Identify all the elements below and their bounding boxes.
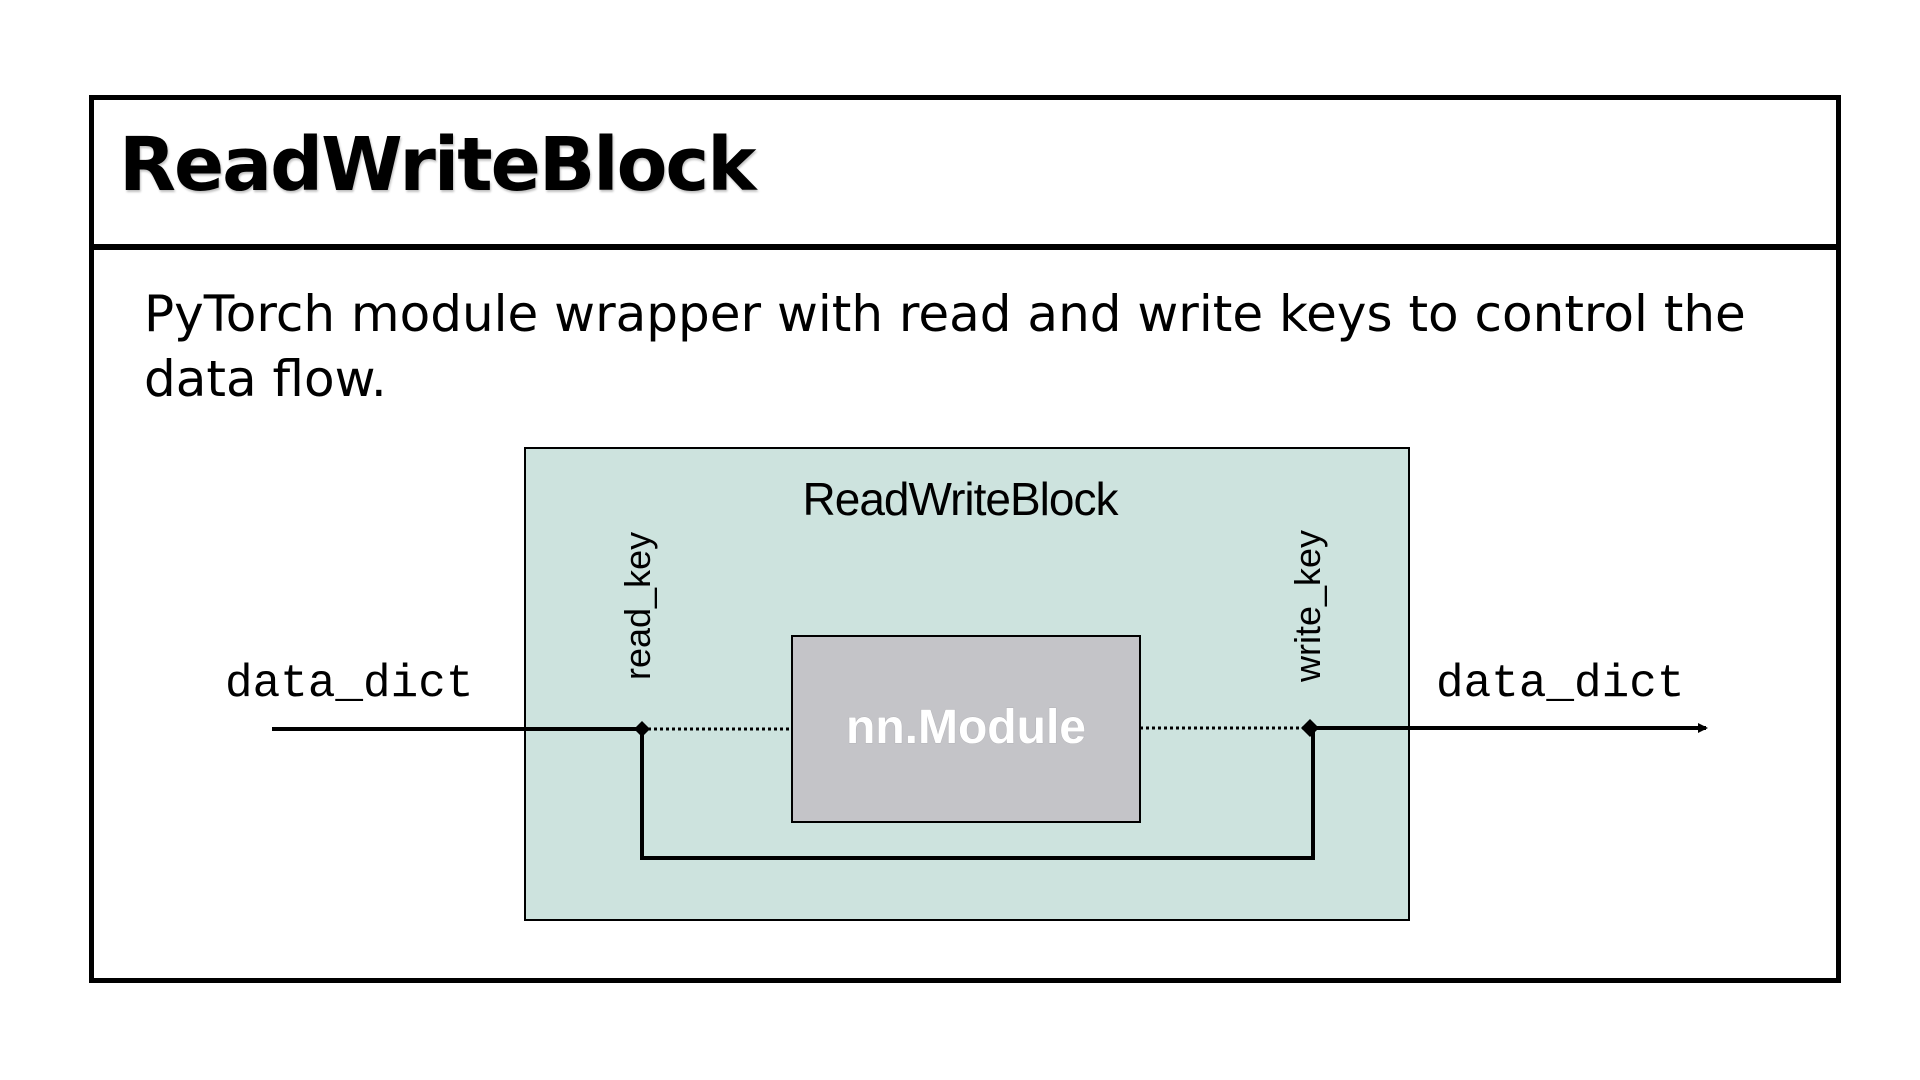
read-key-junction — [634, 721, 650, 737]
read-key-label: read_key — [617, 532, 658, 680]
bypass-flow-line — [640, 728, 1315, 860]
nn-module-label: nn.Module — [846, 701, 1086, 754]
output-data-dict-label: data_dict — [1436, 658, 1684, 710]
write-key-junction — [1301, 719, 1319, 737]
card-title: ReadWriteBlock — [119, 122, 757, 208]
nn-module-box — [791, 635, 1141, 823]
input-data-dict-label: data_dict — [225, 658, 473, 710]
card-description: PyTorch module wrapper with read and wri… — [144, 285, 1746, 408]
write-key-label: write_key — [1287, 530, 1328, 683]
card-header: ReadWriteBlock — [94, 100, 1836, 250]
block-label: ReadWriteBlock — [803, 473, 1120, 525]
